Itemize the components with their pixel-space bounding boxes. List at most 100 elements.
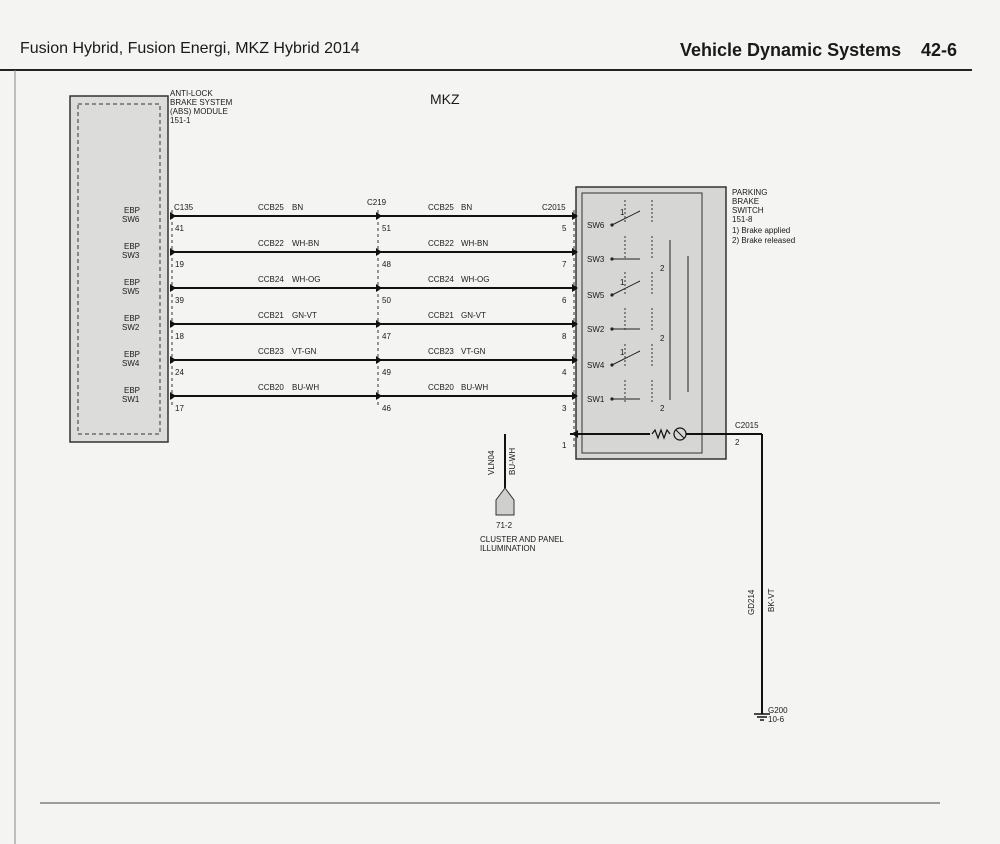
switch-label-line: 151-8 [732, 215, 753, 224]
switch-section-label: SW4 [587, 361, 605, 370]
wire-color: WH-BN [292, 239, 319, 248]
circuit-id: CCB24 [428, 275, 454, 284]
input-label: EBP [124, 314, 140, 323]
abs-label-line: BRAKE SYSTEM [170, 98, 233, 107]
switch-pin: 6 [562, 296, 567, 305]
contact-arm [611, 210, 641, 226]
contact-arm [611, 350, 641, 366]
abs-label-line: (ABS) MODULE [170, 107, 228, 116]
document-title: Fusion Hybrid, Fusion Energi, MKZ Hybrid… [20, 40, 360, 57]
switch-label-line: BRAKE [732, 197, 759, 206]
switch-section-label: SW2 [587, 325, 605, 334]
pin1-arrow-icon [572, 430, 578, 438]
switch-label-line: 1) Brake applied [732, 226, 790, 235]
c135-arrow-icon [170, 320, 176, 328]
c219-pin: 47 [382, 332, 391, 341]
illumination-label-line: ILLUMINATION [480, 544, 536, 553]
circuit-id: CCB22 [258, 239, 284, 248]
input-label: EBP [124, 386, 140, 395]
abs-module-label: ANTI-LOCK BRAKE SYSTEM (ABS) MODULE 151-… [170, 89, 233, 125]
contact-state: 1 [620, 348, 625, 357]
switch-pin: 8 [562, 332, 567, 341]
switch-pin-1: 1 [562, 441, 567, 450]
contact-state: 1 [620, 208, 625, 217]
wire-color: WH-OG [461, 275, 489, 284]
input-label: SW3 [122, 251, 140, 260]
switch-label-line: PARKING [732, 188, 767, 197]
contact-dot [610, 397, 614, 401]
contact-dot [610, 223, 614, 227]
input-label: SW4 [122, 359, 140, 368]
resistor-symbol [651, 428, 671, 440]
c219-pin: 46 [382, 404, 391, 413]
c135-arrow-icon [170, 392, 176, 400]
c135-arrow-icon [170, 248, 176, 256]
switch-label-line: 2) Brake released [732, 236, 795, 245]
abs-label-line: 151-1 [170, 116, 191, 125]
abs-module-inner-outline [77, 103, 161, 435]
switch-pin: 7 [562, 260, 567, 269]
switch-pin: 4 [562, 368, 567, 377]
contact-state: 2 [660, 334, 665, 343]
input-label: EBP [124, 350, 140, 359]
wire-color: BN [292, 203, 303, 212]
c219-arrow-icon [376, 212, 382, 220]
input-label: SW5 [122, 287, 140, 296]
wire-color: BN [461, 203, 472, 212]
switch-pin: 3 [562, 404, 567, 413]
c2015-arrow-icon [572, 392, 578, 400]
lamp-filament [675, 429, 685, 439]
abs-pin: 24 [175, 368, 184, 377]
switch-label: PARKING BRAKE SWITCH 151-8 1) Brake appl… [732, 188, 795, 245]
ground-side-pin: 2 [735, 438, 740, 447]
ground-wire-color: BK-VT [767, 588, 776, 612]
circuit-id: CCB23 [258, 347, 284, 356]
parking-brake-switch-inner [581, 192, 703, 454]
page-number: 42-6 [921, 40, 958, 60]
contact-arm [611, 280, 641, 296]
switch-label-line: SWITCH [732, 206, 764, 215]
wire-color: BU-WH [461, 383, 488, 392]
c219-pin: 48 [382, 260, 391, 269]
connector-c2015-ground: C2015 [735, 421, 759, 430]
abs-pin: 39 [175, 296, 184, 305]
c2015-arrow-icon [572, 356, 578, 364]
wire-color: BU-WH [292, 383, 319, 392]
c219-arrow-icon [376, 392, 382, 400]
connector-c135: C135 [174, 203, 194, 212]
circuit-id: CCB20 [258, 383, 284, 392]
input-label: EBP [124, 242, 140, 251]
c2015-arrow-icon [572, 320, 578, 328]
illumination-ref: 71-2 [496, 521, 513, 530]
input-label: SW2 [122, 323, 140, 332]
abs-pin: 41 [175, 224, 184, 233]
ground-location: G200 [768, 706, 788, 715]
input-label: EBP [124, 278, 140, 287]
c219-arrow-icon [376, 320, 382, 328]
contact-dot [610, 363, 614, 367]
abs-label-line: ANTI-LOCK [170, 89, 213, 98]
circuit-id: CCB20 [428, 383, 454, 392]
abs-pin: 18 [175, 332, 184, 341]
circuit-id: CCB25 [258, 203, 284, 212]
wire-color: VT-GN [292, 347, 317, 356]
contact-state: 2 [660, 404, 665, 413]
contact-dot [610, 257, 614, 261]
input-label: SW6 [122, 215, 140, 224]
circuit-id: CCB23 [428, 347, 454, 356]
parking-brake-switch-body [575, 186, 727, 460]
input-label: EBP [124, 206, 140, 215]
wire-color: WH-OG [292, 275, 320, 284]
c135-arrow-icon [170, 212, 176, 220]
variant-label: MKZ [430, 91, 460, 107]
c219-pin: 50 [382, 296, 391, 305]
c219-arrow-icon [376, 248, 382, 256]
